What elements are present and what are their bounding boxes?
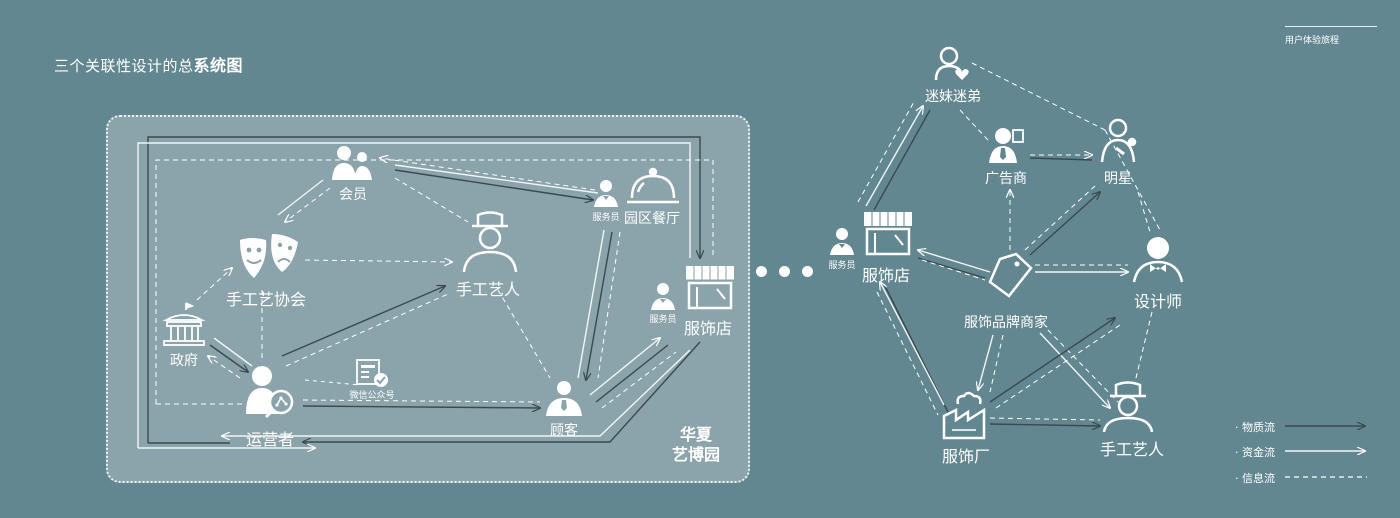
waiter-icon-3: [830, 228, 854, 255]
waiter-icon-1: [594, 180, 618, 207]
advertiser-icon: [989, 128, 1024, 163]
customer-icon: [546, 381, 582, 416]
park-flows: [137, 136, 714, 448]
operator-label: 运营者: [245, 430, 295, 449]
merchant-label: 服饰品牌商家: [964, 315, 1048, 331]
fans-label: 迷妹迷弟: [925, 89, 981, 105]
connector-dots: [756, 262, 825, 281]
wechat-label: 微信公众号: [349, 391, 395, 401]
legend-material: · 物质流: [1235, 421, 1275, 434]
advertiser-label: 广告商: [985, 171, 1027, 187]
brand-shop-icon: [864, 212, 912, 256]
legend-lines: [1285, 426, 1367, 478]
shop-label: 服饰店: [683, 319, 733, 338]
park-name: 华夏 艺博园: [671, 425, 720, 464]
factory-label: 服饰厂: [941, 447, 991, 466]
legend-money: · 资金流: [1235, 446, 1275, 459]
waiter-label-2: 服务员: [649, 315, 677, 325]
waiter-label-3: 服务员: [828, 261, 856, 271]
brand-flows: [857, 62, 1161, 426]
restaurant-label: 园区餐厅: [624, 211, 680, 227]
price-tag-icon: [988, 252, 1033, 298]
star-label: 明星: [1104, 171, 1132, 187]
artisan-icon: [462, 211, 518, 273]
member-icon: [332, 146, 372, 180]
gov-label: 政府: [170, 353, 198, 369]
customer-label: 顾客: [550, 423, 578, 439]
designer-label: 设计师: [1133, 292, 1183, 311]
factory-icon: [942, 391, 986, 440]
fans-icon: [934, 46, 969, 81]
section-tab-divider: [1285, 26, 1377, 27]
waiter-icon-2: [651, 283, 675, 310]
park-panel: [106, 115, 750, 483]
member-label: 会员: [339, 187, 367, 203]
artisan-label: 手工艺人: [455, 280, 521, 299]
restaurant-icon: [627, 167, 679, 204]
section-tab[interactable]: 用户体验旅程: [1285, 36, 1340, 46]
shop-icon: [686, 266, 734, 310]
gov-icon: [162, 302, 206, 346]
brand-artisan-icon: [1102, 381, 1154, 433]
designer-icon: [1132, 237, 1184, 283]
waiter-label-1: 服务员: [592, 213, 620, 223]
brand-artisan-label: 手工艺人: [1099, 440, 1165, 459]
craft-assoc-label: 手工艺协会: [225, 290, 307, 309]
craft-assoc-icon: [240, 234, 298, 278]
operator-icon: [246, 366, 294, 419]
star-icon: [1100, 118, 1137, 163]
brand-shop-label: 服饰店: [861, 266, 911, 285]
page-title: 三个关联性设计的总系统图: [54, 56, 244, 75]
wechat-icon: [356, 359, 388, 387]
legend-info: · 信息流: [1235, 472, 1275, 485]
